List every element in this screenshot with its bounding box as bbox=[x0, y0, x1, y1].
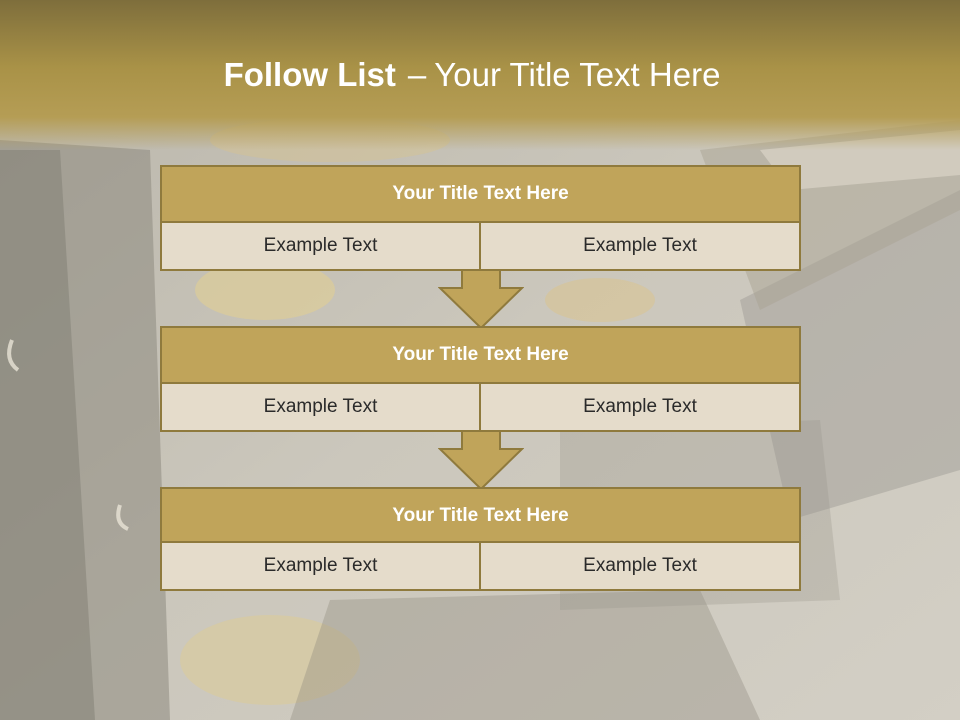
example-text-left[interactable]: Example Text bbox=[160, 221, 481, 271]
example-text-right[interactable]: Example Text bbox=[479, 541, 801, 591]
block-title[interactable]: Your Title Text Here bbox=[160, 165, 801, 223]
down-arrow-icon bbox=[438, 270, 524, 330]
example-text-right[interactable]: Example Text bbox=[479, 382, 801, 432]
example-text-right[interactable]: Example Text bbox=[479, 221, 801, 271]
block-row: Example Text Example Text bbox=[160, 541, 801, 591]
block-row: Example Text Example Text bbox=[160, 221, 801, 271]
example-text-left[interactable]: Example Text bbox=[160, 382, 481, 432]
slide-title: Follow List–Your Title Text Here bbox=[0, 52, 944, 98]
block-row: Example Text Example Text bbox=[160, 382, 801, 432]
down-arrow-icon bbox=[438, 431, 524, 491]
slide-title-rest: Your Title Text Here bbox=[434, 56, 721, 93]
slide-title-bold: Follow List bbox=[223, 56, 396, 93]
block-title[interactable]: Your Title Text Here bbox=[160, 326, 801, 384]
block-title[interactable]: Your Title Text Here bbox=[160, 487, 801, 545]
title-band bbox=[0, 0, 960, 150]
slide-title-separator: – bbox=[407, 56, 427, 93]
example-text-left[interactable]: Example Text bbox=[160, 541, 481, 591]
